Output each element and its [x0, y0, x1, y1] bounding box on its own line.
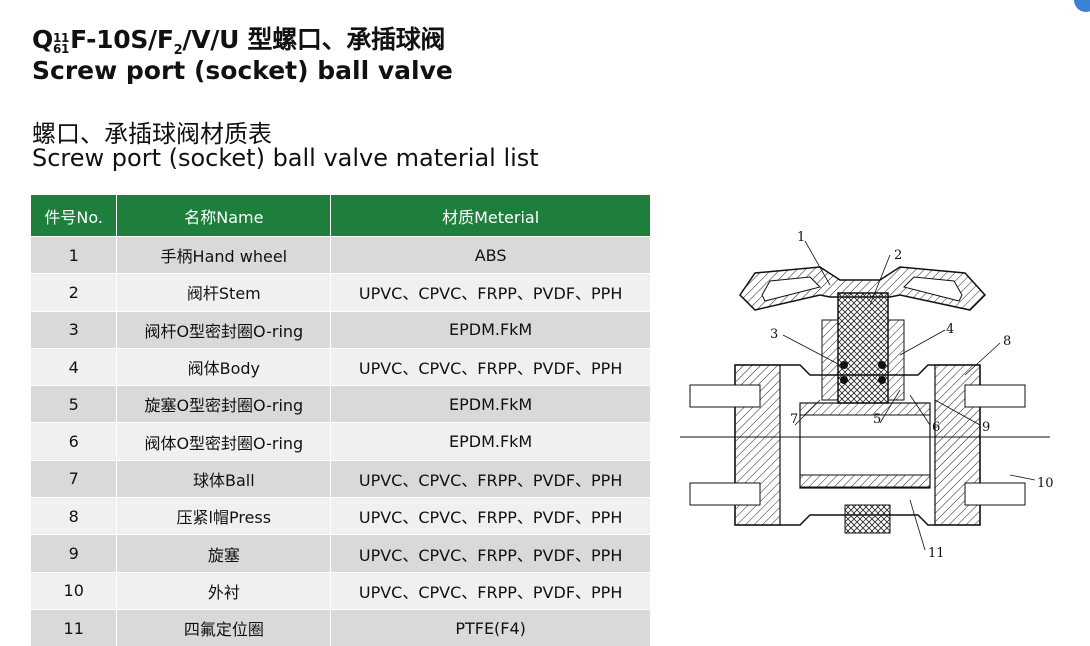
callout-1: 1 — [797, 230, 805, 245]
subtitle-cn: 螺口、承插球阀材质表 — [32, 120, 272, 148]
callout-labels: 1 2 3 4 5 6 7 8 9 10 11 — [770, 230, 1054, 561]
callout-7: 7 — [790, 412, 798, 427]
callout-2: 2 — [894, 248, 902, 263]
cell-no: 7 — [31, 459, 118, 498]
cell-no: 9 — [31, 534, 118, 573]
subtitle-en: Screw port (socket) ball valve material … — [32, 144, 539, 172]
cell-material: EPDM.FkM — [330, 310, 651, 349]
cell-no: 5 — [31, 385, 118, 423]
cell-material: UPVC、CPVC、FRPP、PVDF、PPH — [330, 347, 651, 386]
cell-name: 四氟定位圈 — [116, 608, 332, 646]
cell-name: 球体Ball — [116, 459, 332, 498]
model-f-sub: 2 — [173, 43, 183, 58]
cell-name: 外衬 — [116, 571, 332, 610]
callout-9: 9 — [982, 420, 990, 435]
cell-material: UPVC、CPVC、FRPP、PVDF、PPH — [330, 273, 651, 312]
cell-no: 3 — [31, 310, 118, 349]
callout-8: 8 — [1003, 334, 1011, 349]
cell-name: 手柄Hand wheel — [116, 235, 332, 274]
callout-11: 11 — [928, 546, 945, 561]
cell-no: 2 — [31, 273, 118, 312]
stem-shape — [837, 292, 889, 404]
cell-name: 阀杆Stem — [116, 273, 332, 312]
cell-name: 阀体Body — [116, 347, 332, 386]
header-material: 材质Meterial — [330, 195, 651, 237]
cell-material: UPVC、CPVC、FRPP、PVDF、PPH — [330, 571, 651, 610]
model-sup: 11 — [52, 31, 70, 45]
callout-6: 6 — [932, 420, 940, 435]
model-sub: 61 — [52, 42, 70, 56]
cell-no: 11 — [31, 608, 118, 646]
cell-name: 旋塞 — [116, 534, 332, 573]
cell-name: 压紧l帽Press — [116, 497, 332, 535]
cell-name: 旋塞O型密封圈O-ring — [116, 385, 332, 423]
cell-no: 10 — [31, 571, 118, 610]
model-rest: F-10S/F — [70, 25, 174, 54]
model-prefix: Q — [32, 25, 53, 54]
cell-name: 阀杆O型密封圈O-ring — [116, 310, 332, 349]
corner-badge-icon[interactable] — [1074, 0, 1090, 12]
callout-10: 10 — [1037, 476, 1054, 491]
cell-material: PTFE(F4) — [330, 608, 651, 646]
header-name: 名称Name — [116, 195, 332, 237]
callout-4: 4 — [946, 322, 954, 337]
cell-no: 6 — [31, 422, 118, 461]
cell-material: ABS — [330, 235, 651, 274]
table-header-row: 件号No. 名称Name 材质Meterial — [31, 195, 651, 237]
cell-no: 4 — [31, 347, 118, 386]
cell-material: EPDM.FkM — [330, 385, 651, 423]
cell-no: 1 — [31, 235, 118, 274]
title-en: Screw port (socket) ball valve — [32, 56, 453, 85]
callout-3: 3 — [770, 327, 778, 342]
cell-name: 阀体O型密封圈O-ring — [116, 422, 332, 461]
model-tail: /V/U 型螺口、承插球阀 — [182, 25, 446, 54]
callout-5: 5 — [873, 412, 881, 427]
cell-material: UPVC、CPVC、FRPP、PVDF、PPH — [330, 534, 651, 573]
cell-material: UPVC、CPVC、FRPP、PVDF、PPH — [330, 497, 651, 535]
cell-no: 8 — [31, 497, 118, 535]
valve-section-diagram: 1 2 3 4 5 6 7 8 9 10 11 — [680, 230, 1054, 561]
cell-material: UPVC、CPVC、FRPP、PVDF、PPH — [330, 459, 651, 498]
cell-material: EPDM.FkM — [330, 422, 651, 461]
header-no: 件号No. — [31, 195, 118, 237]
